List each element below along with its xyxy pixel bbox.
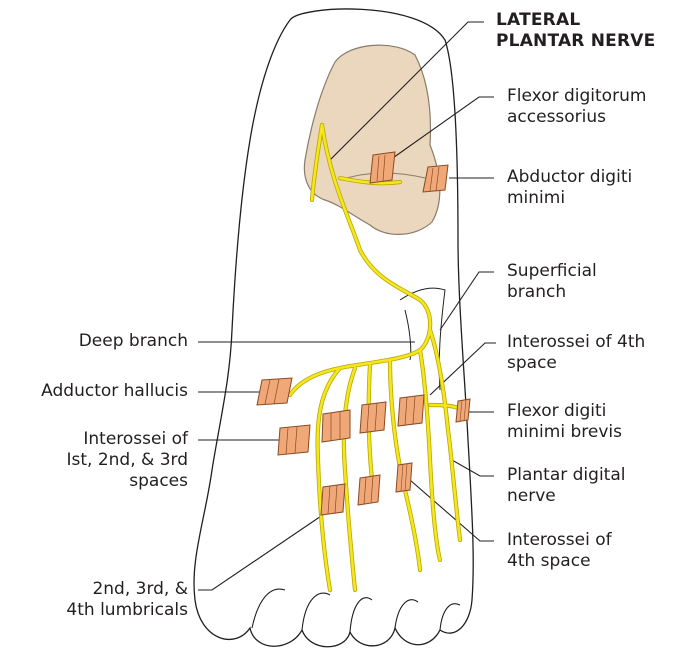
label-lumbricals: 2nd, 3rd, & 4th lumbricals [66, 579, 188, 621]
label-line: Ist, 2nd, & 3rd [67, 450, 189, 471]
label-flexor-digiti-minimi-brevis: Flexor digiti minimi brevis [507, 401, 622, 443]
label-line: Superficial [507, 261, 597, 282]
label-line: Abductor digiti [507, 167, 632, 188]
label-line: accessorius [507, 107, 646, 128]
label-adductor-hallucis: Adductor hallucis [41, 381, 188, 402]
label-line: Flexor digitorum [507, 86, 646, 107]
label-line: Interossei of 4th [507, 332, 645, 353]
label-line: 2nd, 3rd, & [66, 579, 188, 600]
label-plantar-digital-nerve: Plantar digital nerve [507, 465, 625, 507]
interossei-4-upper-patch [398, 395, 424, 426]
adductor-hallucis-patch [257, 378, 292, 405]
interossei-2-patch [322, 410, 350, 442]
label-line: 4th lumbricals [66, 600, 188, 621]
flexor-digitorum-accessorius-patch [370, 152, 395, 183]
label-line: PLANTAR NERVE [496, 31, 655, 52]
label-line: Adductor hallucis [41, 381, 188, 402]
label-line: Flexor digiti [507, 401, 622, 422]
label-deep-branch: Deep branch [79, 331, 188, 352]
label-line: Interossei of [67, 429, 189, 450]
label-line: 4th space [507, 551, 612, 572]
label-lateral-plantar-nerve: LATERAL PLANTAR NERVE [496, 10, 655, 52]
label-line: minimi brevis [507, 422, 622, 443]
label-line: space [507, 353, 645, 374]
label-line: Plantar digital [507, 465, 625, 486]
label-line: LATERAL [496, 10, 655, 31]
label-line: spaces [67, 471, 189, 492]
label-interossei-4th-space-lower: Interossei of 4th space [507, 530, 612, 572]
flexor-digiti-minimi-brevis-patch [456, 399, 470, 422]
label-line: nerve [507, 486, 625, 507]
interossei-4-lower-patch [396, 463, 412, 492]
label-superficial-branch: Superficial branch [507, 261, 597, 303]
interossei-3-patch [360, 402, 386, 433]
label-line: minimi [507, 188, 632, 209]
lumbrical-3-patch [358, 475, 380, 505]
label-interossei-1st-2nd-3rd: Interossei of Ist, 2nd, & 3rd spaces [67, 429, 189, 492]
label-line: Interossei of [507, 530, 612, 551]
label-flexor-digitorum-accessorius: Flexor digitorum accessorius [507, 86, 646, 128]
label-line: branch [507, 282, 597, 303]
label-interossei-4th-space-upper: Interossei of 4th space [507, 332, 645, 374]
lumbrical-2-patch [321, 484, 345, 515]
label-line: Deep branch [79, 331, 188, 352]
label-abductor-digiti-minimi: Abductor digiti minimi [507, 167, 632, 209]
interossei-1-patch [278, 425, 310, 455]
